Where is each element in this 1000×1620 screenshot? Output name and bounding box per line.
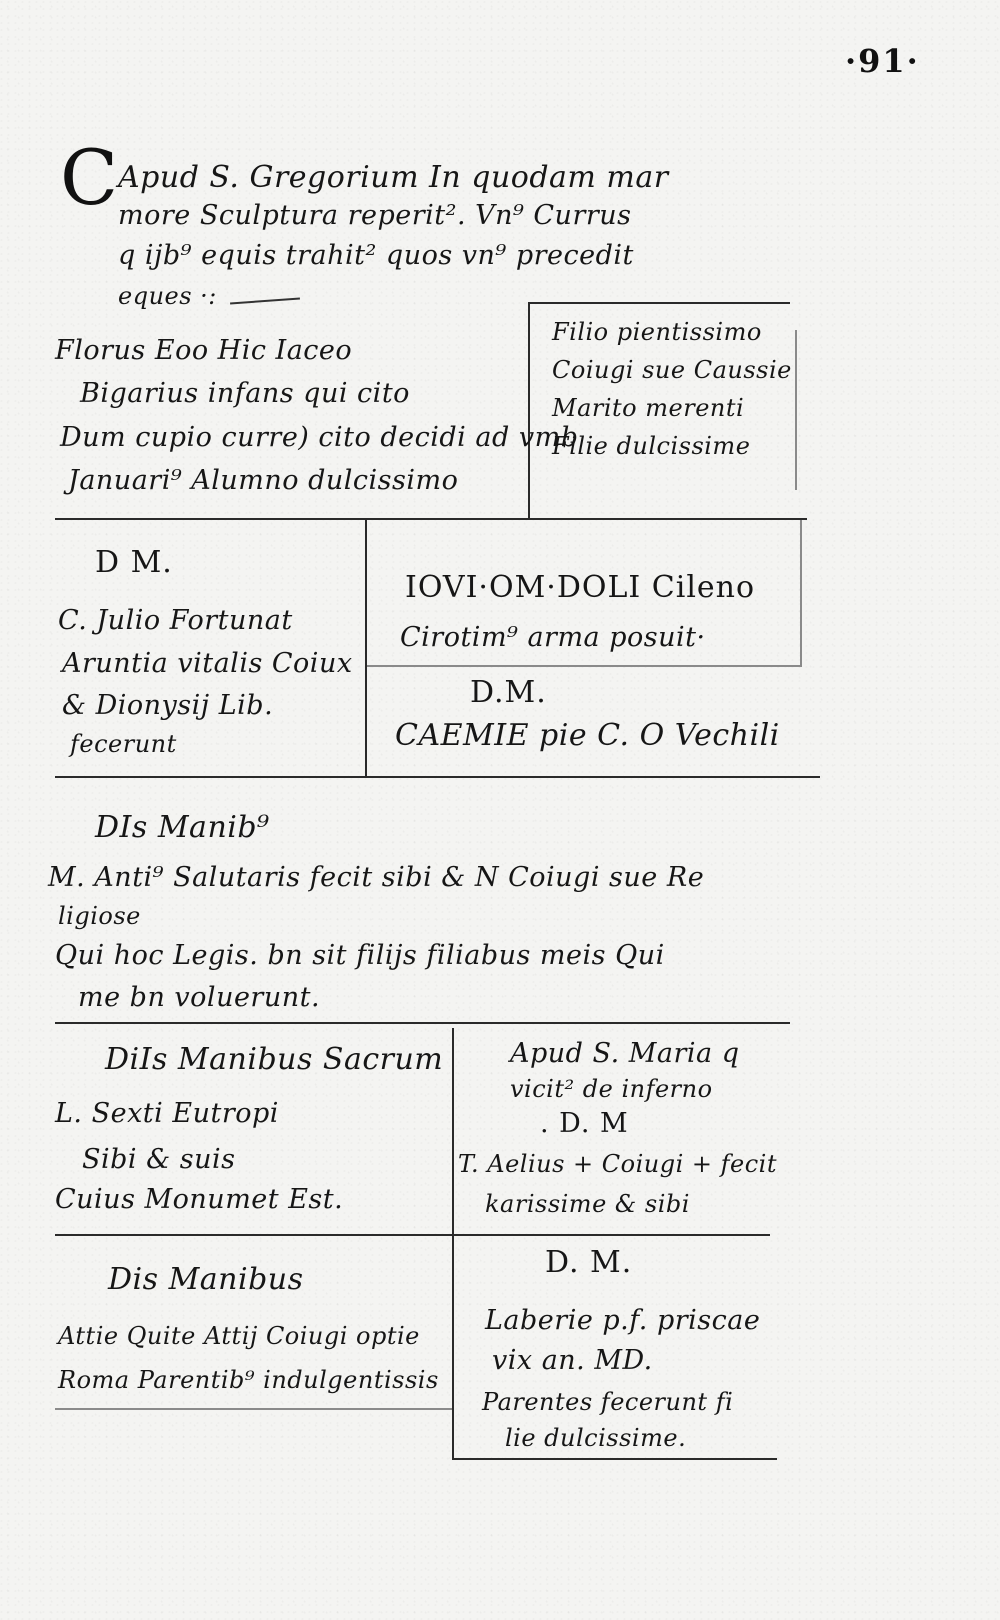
- rule: [800, 520, 802, 665]
- salutaris-line-2: M. Anti⁹ Salutaris fecit sibi & N Coiugi…: [48, 862, 705, 893]
- filio-line-2: Coiugi sue Caussie: [552, 356, 792, 384]
- eutropi-line-4: Cuius Monumet Est.: [55, 1184, 344, 1215]
- laberie-line-2: Laberie p.f. priscae: [485, 1305, 761, 1336]
- maria-line-4: T. Aelius + Coiugi + fecit: [458, 1150, 777, 1178]
- florus-line-3: Dum cupio curre) cito decidi ad vmb: [60, 422, 579, 453]
- julio-line-4: & Dionysij Lib.: [62, 690, 274, 721]
- julio-line-3: Aruntia vitalis Coiux: [62, 648, 353, 679]
- rule: [528, 302, 530, 520]
- julio-line-5: fecerunt: [70, 730, 177, 758]
- eutropi-line-2: L. Sexti Eutropi: [55, 1098, 279, 1129]
- maria-line-5: karissime & sibi: [485, 1190, 690, 1218]
- maria-line-1: Apud S. Maria q: [510, 1038, 740, 1069]
- rule: [55, 1022, 790, 1024]
- laberie-line-1: D. M.: [545, 1245, 633, 1280]
- florus-line-4: Januari⁹ Alumno dulcissimo: [68, 465, 459, 496]
- header-line-1: Apud S. Gregorium In quodam mar: [118, 160, 669, 195]
- header-line-3: q ijb⁹ equis trahit² quos vn⁹ precedit: [118, 240, 634, 271]
- salutaris-line-4: Qui hoc Legis. bn sit filijs filiabus me…: [55, 940, 665, 971]
- rule: [367, 665, 802, 667]
- rule: [365, 520, 367, 778]
- rule: [452, 1458, 777, 1460]
- laberie-line-5: lie dulcissime.: [505, 1424, 687, 1452]
- illuminated-initial: C: [60, 133, 119, 222]
- attie-line-3: Roma Parentib⁹ indulgentissis: [58, 1366, 439, 1394]
- laberie-line-3: vix an. MD.: [492, 1345, 653, 1376]
- caemie-line-2: CAEMIE pie C. O Vechili: [395, 718, 780, 753]
- laberie-line-4: Parentes fecerunt fi: [482, 1388, 734, 1416]
- filio-line-3: Marito merenti: [552, 394, 745, 422]
- eutropi-line-3: Sibi & suis: [82, 1144, 236, 1175]
- caemie-line-1: D.M.: [470, 675, 547, 710]
- header-line-2: more Sculptura reperit². Vn⁹ Currus: [118, 200, 632, 231]
- rule: [55, 1408, 452, 1410]
- salutaris-line-5: me bn voluerunt.: [78, 982, 321, 1013]
- page-number: ·91·: [845, 42, 920, 80]
- flourish-mark: [230, 297, 300, 305]
- iovi-line-2: Cirotim⁹ arma posuit·: [400, 622, 706, 653]
- salutaris-line-3: ligiose: [58, 902, 141, 930]
- rule: [55, 1234, 770, 1236]
- rule: [55, 776, 820, 778]
- header-line-4: eques ·:: [118, 282, 217, 310]
- maria-line-2: vicit² de inferno: [510, 1075, 713, 1103]
- eutropi-line-1: DiIs Manibus Sacrum: [105, 1042, 444, 1077]
- maria-line-3: . D. M: [540, 1108, 629, 1139]
- iovi-line-1: IOVI·OM·DOLI Cileno: [405, 570, 756, 605]
- rule: [452, 1028, 454, 1236]
- salutaris-line-1: DIs Manib⁹: [95, 810, 270, 845]
- florus-line-2: Bigarius infans qui cito: [80, 378, 410, 409]
- florus-line-1: Florus Eoo Hic Iaceo: [55, 335, 353, 366]
- rule: [452, 1236, 454, 1460]
- rule: [795, 330, 797, 490]
- rule: [530, 302, 790, 304]
- rule: [55, 518, 807, 520]
- julio-line-1: D M.: [95, 545, 173, 580]
- attie-line-2: Attie Quite Attij Coiugi optie: [58, 1322, 420, 1350]
- filio-line-1: Filio pientissimo: [552, 318, 762, 346]
- attie-line-1: Dis Manibus: [108, 1262, 304, 1297]
- julio-line-2: C. Julio Fortunat: [58, 605, 293, 636]
- filio-line-4: Filie dulcissime: [552, 432, 751, 460]
